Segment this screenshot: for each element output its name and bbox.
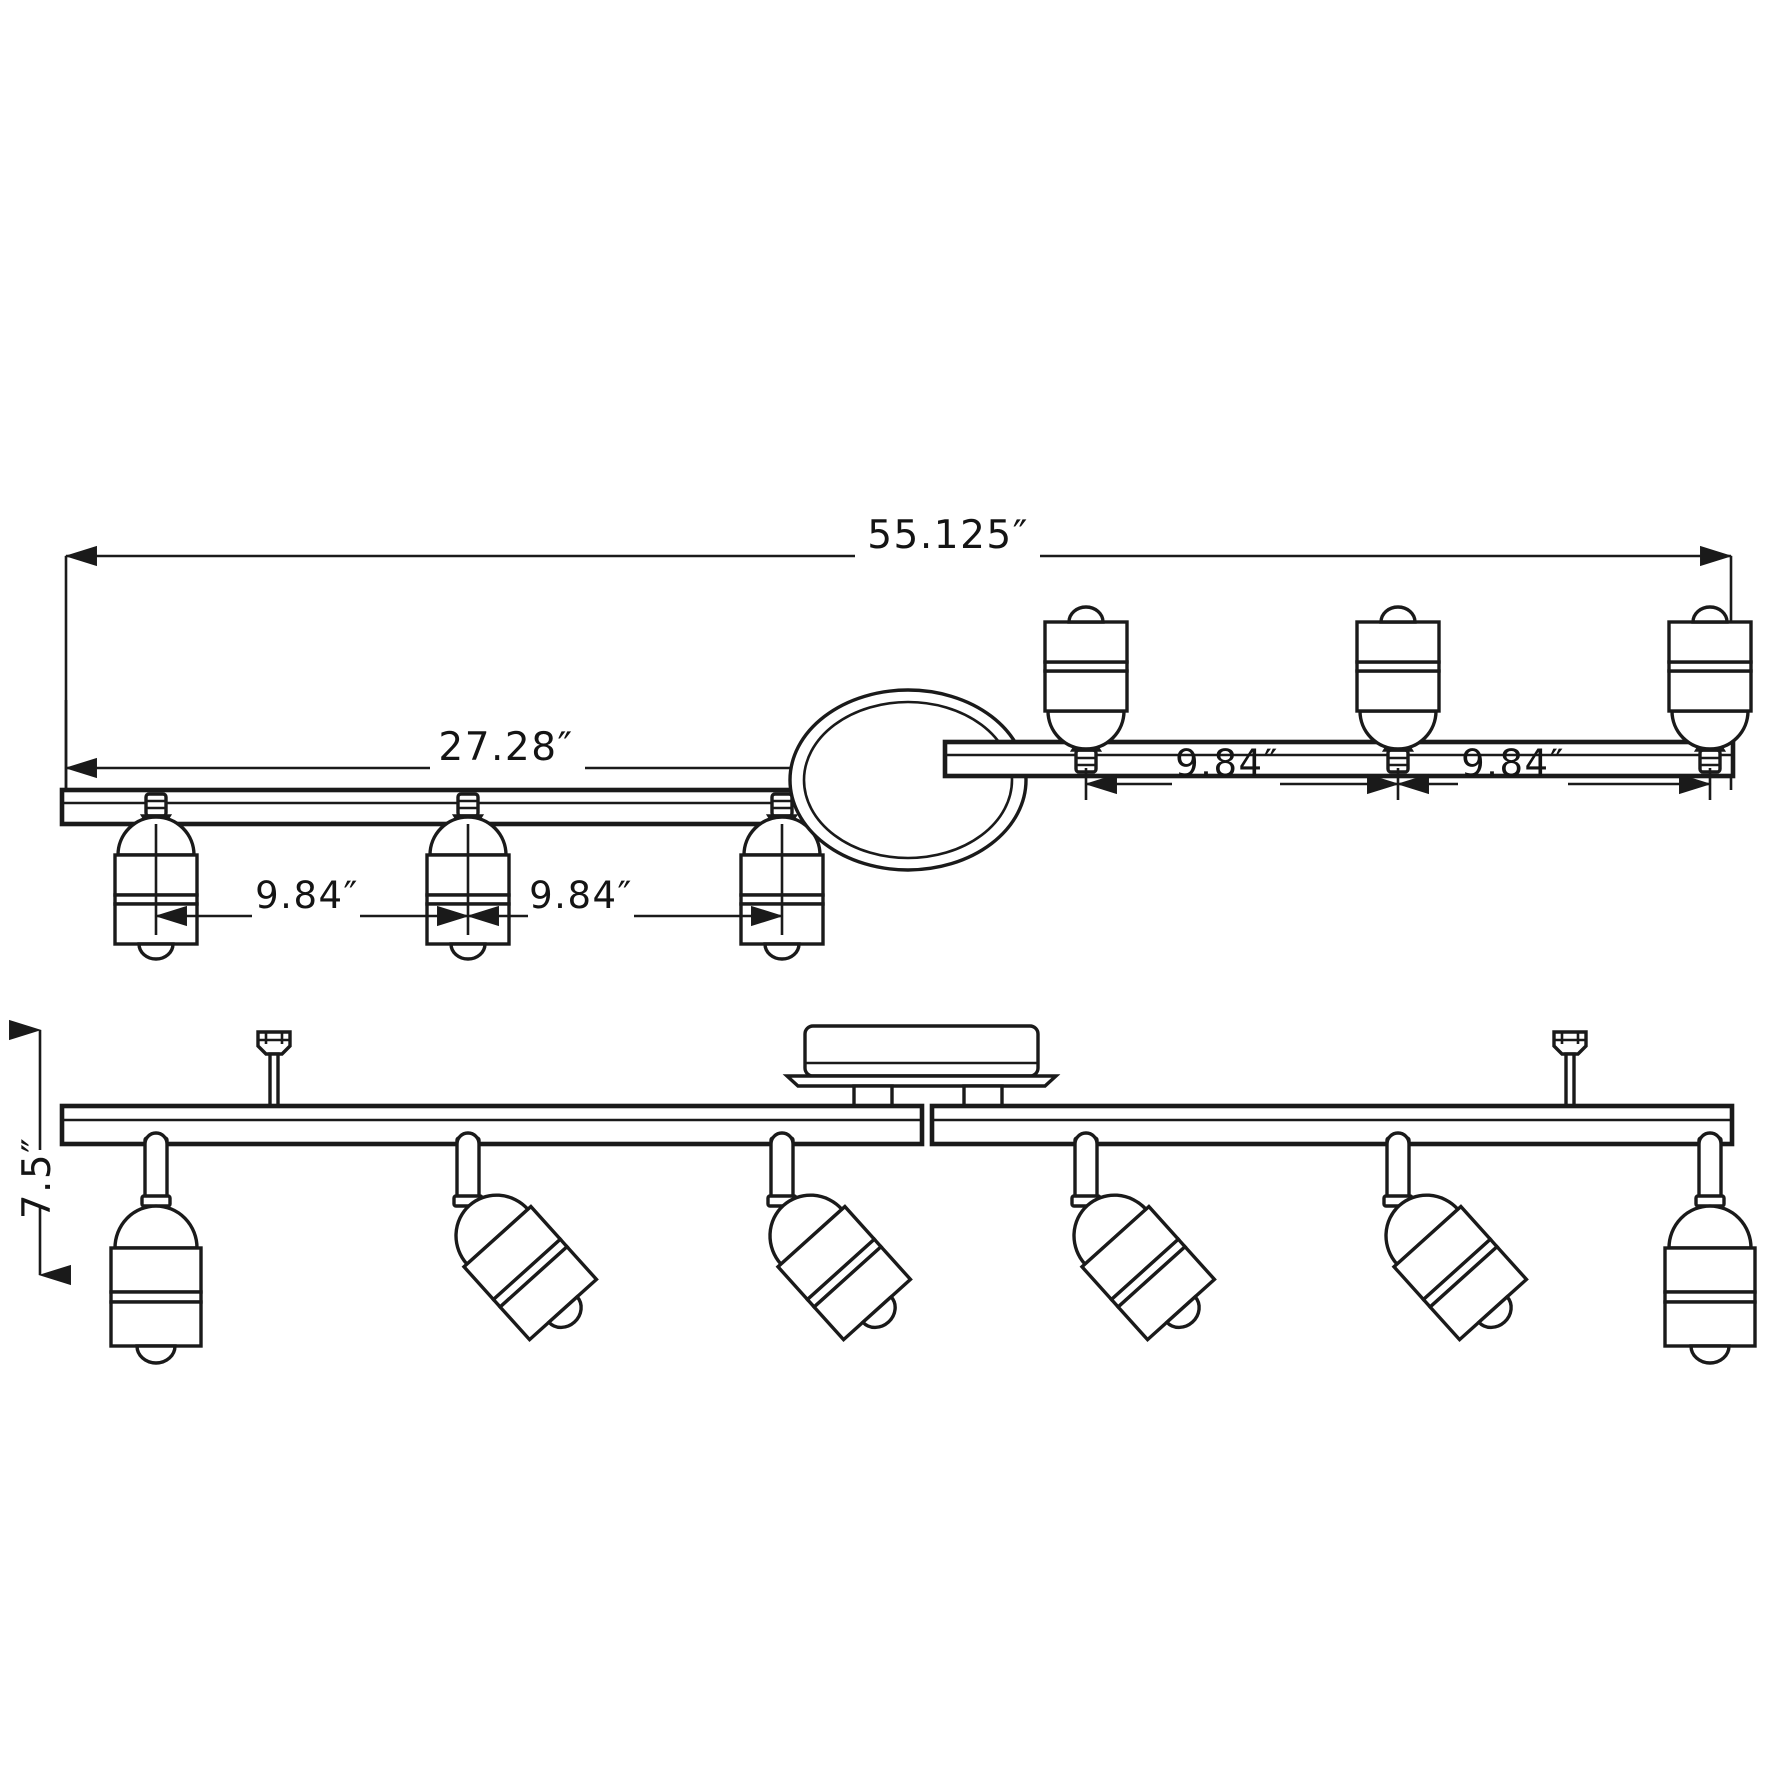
height-dimension: 7.5″ (9, 1019, 71, 1286)
side-head-3-tilt (748, 1131, 924, 1354)
hanger-clip-right (1552, 1030, 1588, 1108)
head-spacing-right-2-dimension: 9.84″ (1396, 742, 1712, 800)
hanger-clip-left (256, 1030, 292, 1108)
right-rail-side (929, 1103, 1735, 1147)
side-elevation-group: 7.5″ (9, 1019, 1757, 1365)
canopy-base-flange (782, 1074, 1061, 1088)
half-length-dimension: 27.28″ (64, 700, 907, 790)
side-head-4-tilt (1052, 1131, 1228, 1354)
canopy-plate (803, 1024, 1040, 1078)
head-spacing-left-2-label: 9.84″ (529, 874, 633, 917)
head-spacing-right-1-label: 9.84″ (1175, 742, 1279, 785)
side-head-6-down (1663, 1131, 1757, 1365)
head-spacing-left-1-dimension: 9.84″ (154, 824, 470, 935)
half-length-label: 27.28″ (438, 725, 573, 770)
right-rail-plan (942, 739, 1736, 779)
overall-length-dimension: 55.125″ (64, 513, 1733, 790)
right-rail-body (942, 739, 1736, 779)
bottom-view-group: 55.125″ 27.28″ (59, 513, 1753, 961)
height-label: 7.5″ (15, 1137, 60, 1220)
canopy-inner-ring (802, 700, 1014, 860)
side-head-1-down (109, 1131, 203, 1365)
canopy-ring-plan (788, 688, 1028, 872)
overall-length-label: 55.125″ (867, 513, 1029, 558)
canopy-outer-ring (788, 688, 1028, 872)
right-rail-side-body (929, 1103, 1735, 1147)
side-head-5-tilt (1364, 1131, 1540, 1354)
head-spacing-right-1-dimension: 9.84″ (1084, 742, 1400, 800)
side-head-2-tilt (434, 1131, 610, 1354)
head-spacing-right-2-label: 9.84″ (1461, 742, 1565, 785)
head-spacing-left-2-dimension: 9.84″ (466, 824, 784, 935)
head-spacing-left-1-label: 9.84″ (255, 874, 359, 917)
